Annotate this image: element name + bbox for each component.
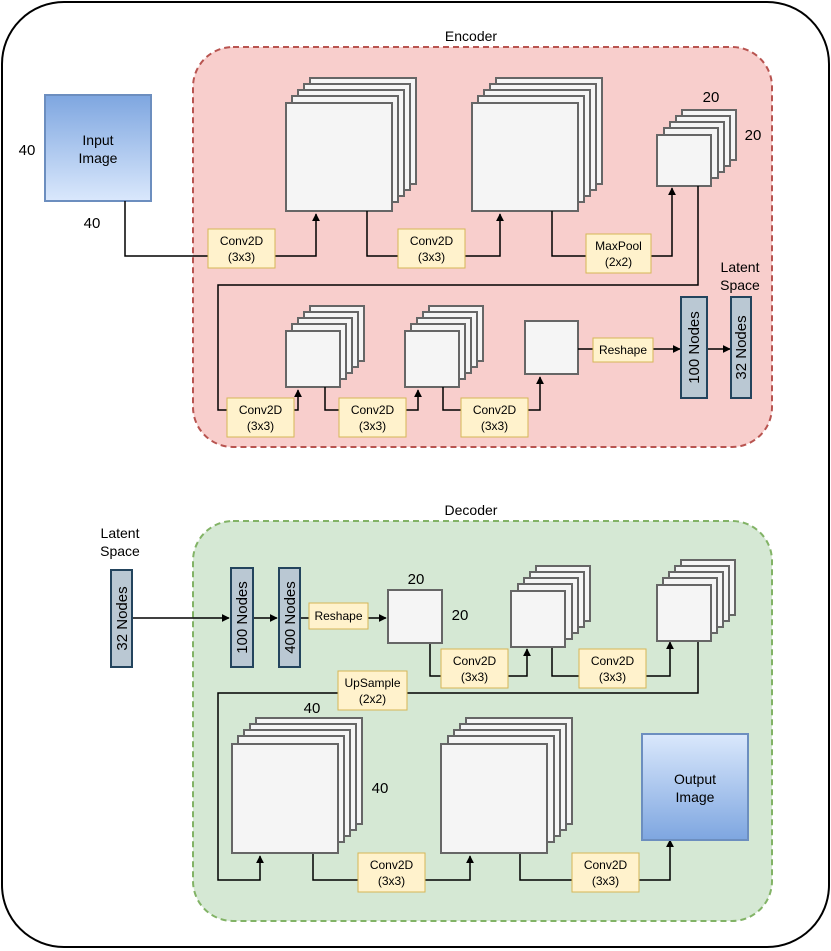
dec-dense-400: 400 Nodes: [278, 567, 301, 668]
dec-fmap-reshaped: [387, 589, 443, 644]
svg-text:Conv2D: Conv2D: [591, 654, 635, 668]
dec-dense-100: 100 Nodes: [230, 567, 254, 668]
input-dim-width: 40: [84, 215, 101, 232]
svg-text:Conv2D: Conv2D: [473, 403, 517, 417]
svg-text:32 Nodes: 32 Nodes: [733, 315, 750, 379]
dec-fmap-stack-3: [231, 717, 363, 854]
input-dim-height: 40: [19, 142, 36, 159]
enc-fmap-stack-2: [471, 77, 603, 212]
svg-text:(2x2): (2x2): [359, 692, 386, 706]
svg-text:Conv2D: Conv2D: [584, 858, 628, 872]
enc-fmap-stack-4: [404, 305, 484, 388]
dec-fmap-stack-2: [656, 559, 736, 642]
decoder-section: Decoder Latent Space 32 Nodes 100 Nodes …: [100, 502, 773, 922]
svg-text:100 Nodes: 100 Nodes: [686, 311, 703, 384]
svg-text:(3x3): (3x3): [481, 419, 508, 433]
dec-fmap-stack-1: [510, 565, 591, 648]
svg-text:Conv2D: Conv2D: [453, 654, 497, 668]
enc-fmap-stack-pool: [656, 109, 737, 187]
encoder-section: Encoder Input Image 40 40: [19, 28, 773, 448]
svg-text:Image: Image: [676, 789, 715, 805]
pool-dim-side: 20: [745, 127, 762, 144]
svg-text:(3x3): (3x3): [228, 250, 255, 264]
input-image: Input Image: [44, 94, 152, 202]
enc-op-conv4: Conv2D (3x3): [338, 397, 407, 438]
svg-text:Reshape: Reshape: [599, 343, 647, 357]
svg-text:(3x3): (3x3): [461, 670, 488, 684]
dec-op-conv2: Conv2D (3x3): [578, 648, 647, 689]
enc-latent-label-2: Space: [720, 277, 760, 293]
enc-op-conv1: Conv2D (3x3): [207, 228, 276, 269]
enc-op-maxpool: MaxPool (2x2): [585, 233, 652, 274]
svg-text:Conv2D: Conv2D: [351, 403, 395, 417]
enc-op-conv2: Conv2D (3x3): [397, 228, 466, 269]
svg-text:Conv2D: Conv2D: [239, 403, 283, 417]
svg-text:UpSample: UpSample: [344, 676, 400, 690]
enc-fmap-single: [524, 320, 579, 375]
enc-op-conv5: Conv2D (3x3): [460, 397, 529, 438]
dec-latent-label-2: Space: [100, 543, 140, 559]
svg-text:Conv2D: Conv2D: [370, 858, 414, 872]
dec-op-conv1: Conv2D (3x3): [440, 648, 509, 689]
decoder-title: Decoder: [445, 502, 498, 518]
svg-text:Reshape: Reshape: [314, 609, 362, 623]
enc-dense-32: 32 Nodes: [730, 296, 752, 399]
svg-text:(3x3): (3x3): [247, 419, 274, 433]
dec-op-upsample: UpSample (2x2): [337, 670, 408, 711]
svg-text:(2x2): (2x2): [605, 255, 632, 269]
dec-reshape-dim-top: 20: [408, 571, 425, 588]
dec-reshape-dim-side: 20: [452, 607, 469, 624]
encoder-title: Encoder: [445, 28, 497, 44]
enc-dense-100: 100 Nodes: [680, 296, 708, 399]
dec-op-reshape: Reshape: [308, 602, 369, 630]
svg-text:MaxPool: MaxPool: [595, 239, 642, 253]
svg-text:(3x3): (3x3): [359, 419, 386, 433]
svg-text:(3x3): (3x3): [418, 250, 445, 264]
dec-latent-label-1: Latent: [101, 525, 140, 541]
svg-text:100 Nodes: 100 Nodes: [234, 581, 251, 654]
enc-latent-label-1: Latent: [721, 259, 760, 275]
svg-text:(3x3): (3x3): [592, 874, 619, 888]
enc-fmap-stack-3: [285, 305, 365, 388]
dec-op-conv4: Conv2D (3x3): [571, 852, 640, 893]
svg-text:Conv2D: Conv2D: [220, 234, 264, 248]
output-image: Output Image: [641, 733, 749, 841]
pool-dim-top: 20: [703, 89, 720, 106]
dec-up-dim-top: 40: [304, 700, 321, 717]
svg-text:Input: Input: [82, 132, 113, 148]
svg-text:(3x3): (3x3): [599, 670, 626, 684]
svg-text:Conv2D: Conv2D: [410, 234, 454, 248]
svg-text:Image: Image: [79, 150, 118, 166]
svg-text:(3x3): (3x3): [378, 874, 405, 888]
dec-op-conv3: Conv2D (3x3): [357, 852, 426, 893]
svg-text:400 Nodes: 400 Nodes: [282, 581, 299, 654]
svg-text:32 Nodes: 32 Nodes: [114, 586, 131, 650]
enc-op-reshape: Reshape: [592, 337, 654, 363]
dec-up-dim-side: 40: [372, 780, 389, 797]
enc-fmap-stack-1: [285, 77, 417, 212]
dec-latent-nodes: 32 Nodes: [110, 569, 133, 668]
enc-op-conv3: Conv2D (3x3): [226, 397, 295, 438]
dec-fmap-stack-4: [440, 717, 573, 854]
svg-text:Output: Output: [674, 771, 716, 787]
